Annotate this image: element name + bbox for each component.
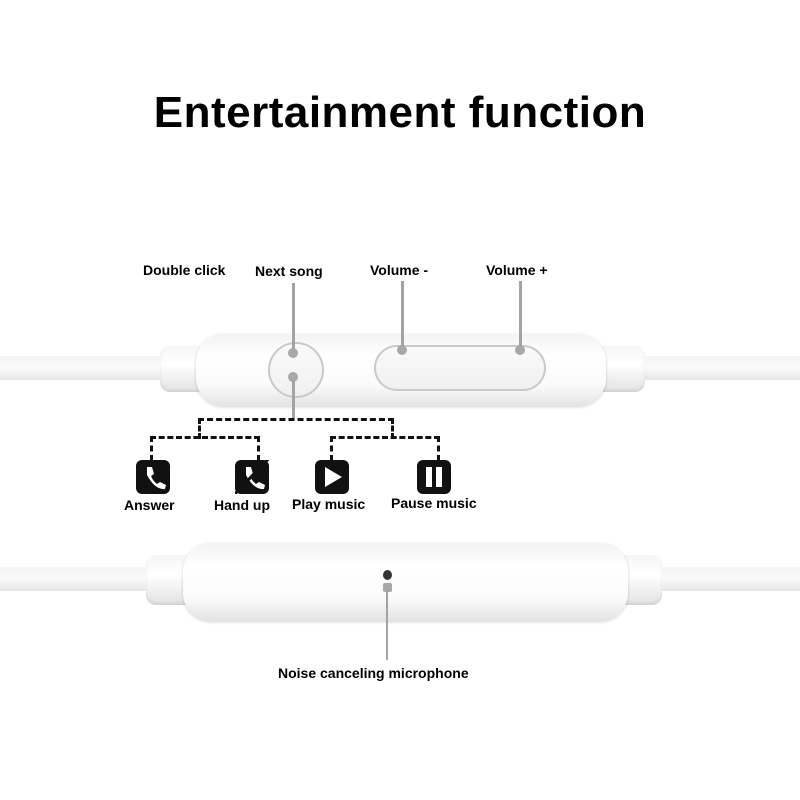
cable-left-lower <box>0 567 160 591</box>
label-next-song: Next song <box>255 263 323 279</box>
label-pause-music: Pause music <box>391 495 477 511</box>
center-button-dot-bottom <box>288 372 298 382</box>
center-button-dot-top <box>288 348 298 358</box>
label-double-click: Double click <box>143 262 226 278</box>
phone-hangup-icon <box>229 452 275 500</box>
label-volume-plus: Volume + <box>486 262 548 278</box>
tree-branch-music <box>330 436 440 461</box>
leader-volume-plus <box>519 281 522 347</box>
leader-microphone <box>386 590 388 660</box>
mic-body <box>183 543 628 621</box>
tree-branch-call <box>150 436 260 461</box>
leader-center-down <box>292 380 295 418</box>
label-microphone: Noise canceling microphone <box>278 665 469 681</box>
microphone-marker <box>383 583 392 592</box>
cable-left <box>0 356 170 380</box>
label-answer: Answer <box>124 497 175 513</box>
volume-plus-dot <box>515 345 525 355</box>
cable-right-lower <box>645 567 800 591</box>
microphone-hole <box>383 570 392 580</box>
phone-icon <box>136 460 170 494</box>
leader-volume-minus <box>401 281 404 347</box>
volume-minus-dot <box>397 345 407 355</box>
page-title: Entertainment function <box>153 88 647 137</box>
leader-next-song <box>292 283 295 349</box>
pause-icon <box>417 460 451 494</box>
label-play-music: Play music <box>292 496 366 512</box>
cable-right <box>630 356 800 380</box>
label-hand-up: Hand up <box>214 497 270 513</box>
tree-level-1 <box>198 418 394 439</box>
play-icon <box>315 460 349 494</box>
label-volume-minus: Volume - <box>370 262 429 278</box>
